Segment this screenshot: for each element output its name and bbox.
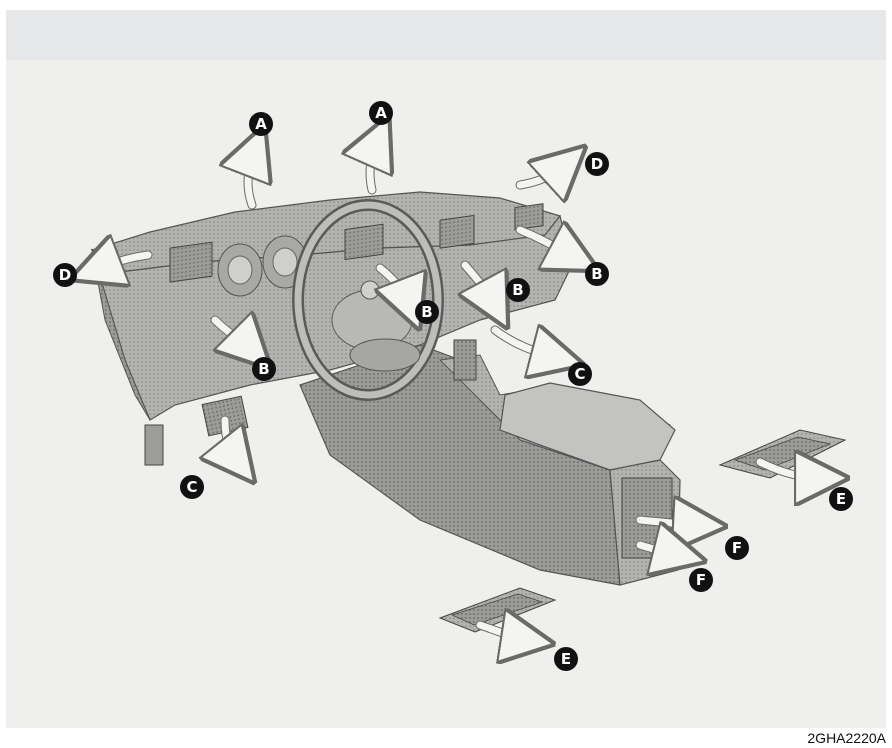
left-side-vent	[170, 242, 212, 282]
callout-b-left: B	[252, 357, 276, 381]
center-console	[300, 345, 680, 585]
callout-f-upper: F	[725, 536, 749, 560]
figure-code: 2GHA2220A	[807, 730, 886, 746]
svg-text:C: C	[574, 365, 585, 383]
callout-d-left: D	[53, 263, 77, 287]
callout-a-center: A	[369, 101, 393, 125]
svg-text:E: E	[561, 650, 571, 668]
svg-text:A: A	[255, 115, 267, 133]
callout-e-right: E	[829, 487, 853, 511]
callout-c-left: C	[180, 475, 204, 499]
svg-text:C: C	[186, 478, 197, 496]
callout-a-left: A	[249, 112, 273, 136]
svg-text:B: B	[258, 360, 269, 378]
svg-text:D: D	[591, 155, 603, 173]
floor-vent-center	[454, 340, 476, 380]
svg-text:E: E	[836, 490, 846, 508]
svg-text:F: F	[732, 539, 742, 557]
callout-c-right: C	[568, 362, 592, 386]
callout-b-center: B	[415, 300, 439, 324]
rear-floor-duct-left	[440, 588, 555, 632]
svg-text:F: F	[696, 571, 706, 589]
svg-text:B: B	[591, 265, 602, 283]
callout-f-lower: F	[689, 568, 713, 592]
svg-text:B: B	[512, 281, 523, 299]
pedal-stem	[145, 425, 163, 465]
callout-e-bottom: E	[554, 647, 578, 671]
svg-text:B: B	[421, 303, 432, 321]
svg-text:D: D	[59, 266, 71, 284]
center-right-vent	[440, 215, 474, 248]
center-left-vent	[345, 224, 383, 259]
callout-b-right: B	[585, 262, 609, 286]
svg-text:A: A	[375, 104, 387, 122]
callout-b-center-right: B	[506, 278, 530, 302]
callout-d-right: D	[585, 152, 609, 176]
